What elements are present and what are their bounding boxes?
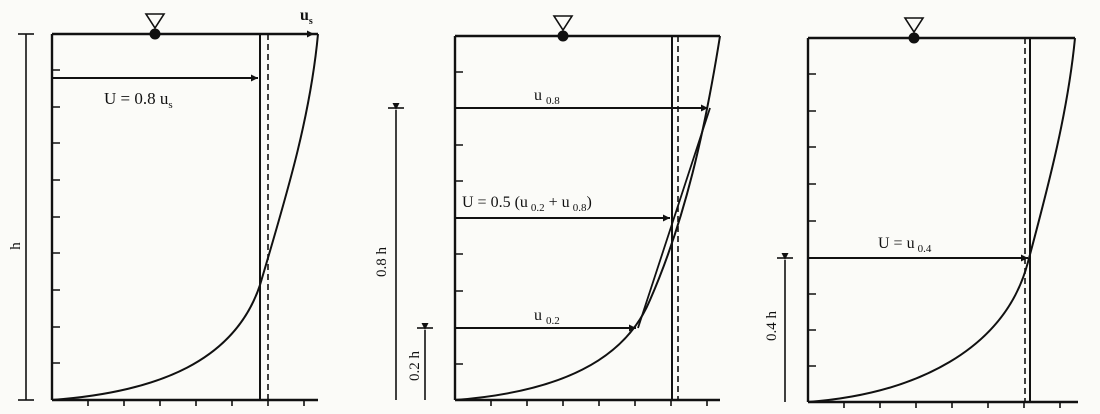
velocity-profile-curve bbox=[454, 35, 721, 401]
bed-ticks bbox=[843, 402, 1061, 408]
depth-label: h bbox=[8, 242, 24, 250]
wall-ticks bbox=[52, 69, 60, 364]
panel-two-point-method bbox=[388, 34, 721, 406]
water-surface-triangle-icon bbox=[144, 13, 166, 40]
water-surface-triangle-icon bbox=[552, 15, 574, 42]
depth-08-label: 0.8 h bbox=[374, 247, 390, 278]
depth-04-label: 0.4 h bbox=[764, 311, 780, 342]
two-point-chord-line bbox=[637, 107, 711, 329]
bed-ticks bbox=[87, 400, 305, 406]
velocity-profile-curve bbox=[807, 37, 1076, 403]
wall-ticks bbox=[808, 73, 816, 367]
surface-velocity-label: us bbox=[300, 7, 313, 27]
wall-ticks bbox=[455, 71, 463, 365]
bed-ticks bbox=[490, 400, 708, 406]
velocity-profile-curve bbox=[51, 33, 319, 401]
mean-velocity-label: U = 0.8 us bbox=[104, 89, 173, 111]
panel-surface-method bbox=[18, 30, 319, 406]
panel-one-point-method bbox=[777, 36, 1078, 408]
water-surface-triangle-icon bbox=[903, 17, 925, 44]
depth-02-label: 0.2 h bbox=[407, 351, 423, 382]
